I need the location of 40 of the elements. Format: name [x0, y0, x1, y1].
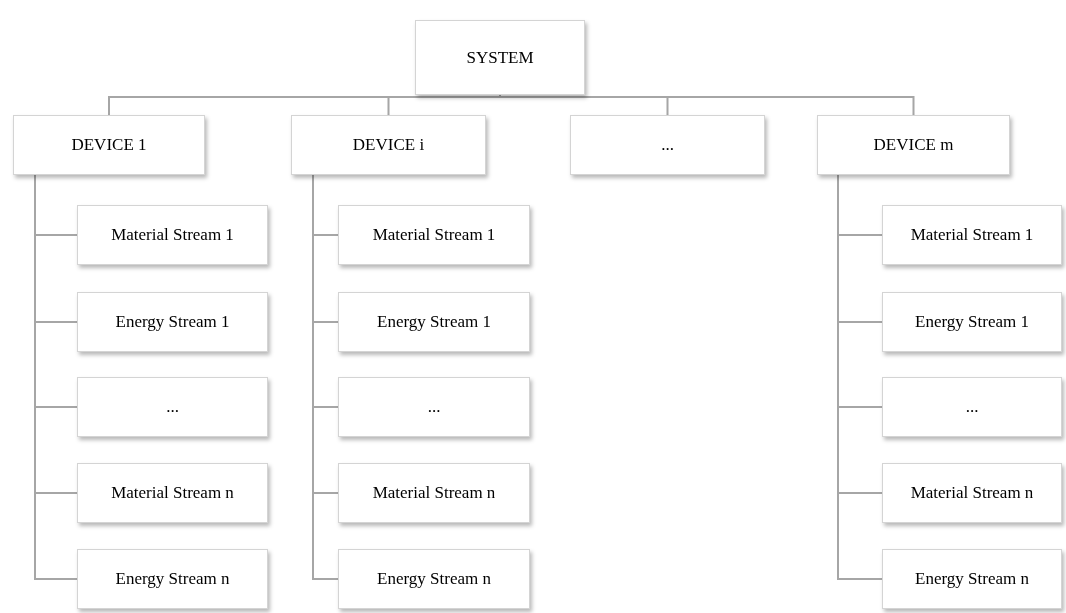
box-label: Material Stream n	[111, 483, 234, 503]
box-label: Energy Stream 1	[377, 312, 491, 332]
box-label: Material Stream 1	[910, 225, 1034, 245]
hierarchy-box	[882, 205, 1062, 265]
hierarchy-box	[77, 463, 268, 523]
box-label: Material Stream 1	[372, 225, 496, 245]
box-label: SYSTEM	[466, 47, 534, 68]
hierarchy-box	[882, 377, 1062, 437]
hierarchy-box	[882, 549, 1062, 609]
box-label: Energy Stream n	[377, 569, 491, 589]
box-label: DEVICE m	[873, 135, 954, 155]
hierarchy-box	[291, 115, 486, 175]
hierarchy-box	[882, 463, 1062, 523]
hierarchy-box	[77, 377, 268, 437]
box-label: Energy Stream 1	[915, 312, 1029, 332]
box-label: ...	[166, 397, 179, 417]
box-label: Material Stream n	[910, 483, 1034, 503]
hierarchy-box	[338, 549, 530, 609]
box-label: DEVICE 1	[71, 135, 147, 155]
box-label: Material Stream 1	[111, 225, 234, 245]
hierarchy-box	[13, 115, 205, 175]
box-label: ...	[427, 397, 441, 417]
hierarchy-box	[817, 115, 1010, 175]
box-label: Material Stream n	[372, 483, 496, 503]
box-label: ...	[965, 397, 979, 417]
box-label: Energy Stream n	[915, 569, 1029, 589]
hierarchy-box	[77, 549, 268, 609]
hierarchy-box	[338, 205, 530, 265]
hierarchy-box	[570, 115, 765, 175]
hierarchy-box	[77, 205, 268, 265]
box-label: ...	[661, 135, 674, 155]
hierarchy-box	[338, 292, 530, 352]
hierarchy-box	[338, 377, 530, 437]
hierarchy-box	[77, 292, 268, 352]
box-label: DEVICE i	[352, 135, 425, 155]
box-label: Energy Stream 1	[115, 312, 230, 332]
box-label: Energy Stream n	[115, 569, 230, 589]
hierarchy-box	[338, 463, 530, 523]
hierarchy-box	[415, 20, 585, 95]
hierarchy-box	[882, 292, 1062, 352]
